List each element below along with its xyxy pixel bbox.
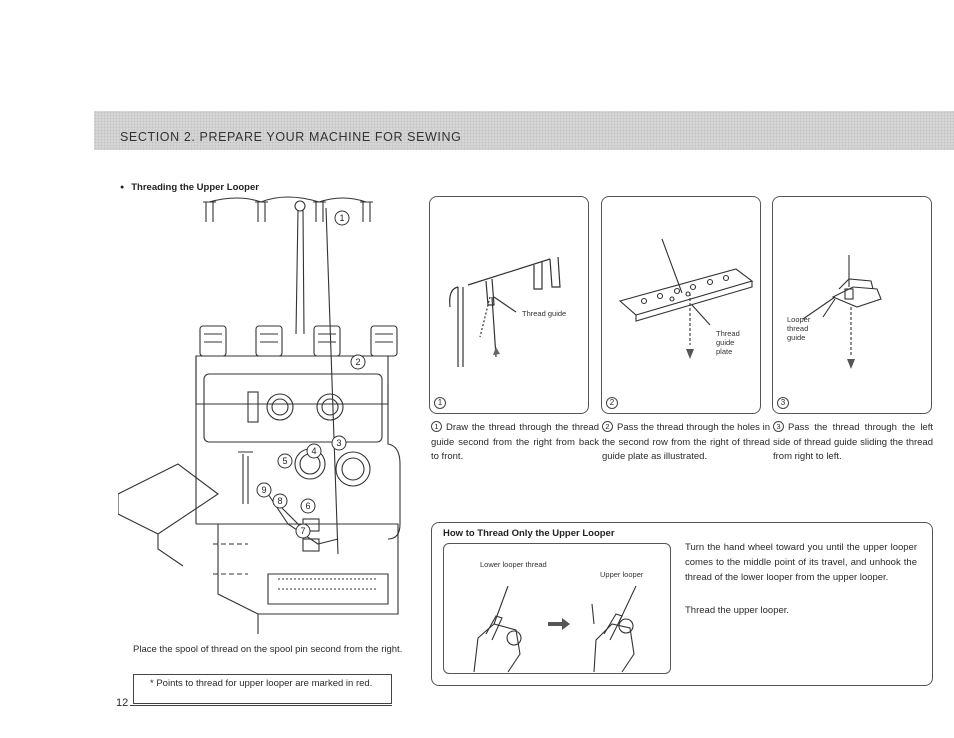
step-3-illustration: Looper thread guide 3: [772, 196, 932, 414]
callout-3: 3: [336, 438, 341, 448]
step-1-number: 1: [434, 397, 446, 409]
upper-looper-label: Upper looper: [600, 570, 644, 579]
step-2-text-number: 2: [602, 421, 613, 432]
lower-looper-label: Lower looper thread: [480, 560, 547, 569]
step-2-number: 2: [606, 397, 618, 409]
section-header-bar: SECTION 2. PREPARE YOUR MACHINE FOR SEWI…: [94, 111, 954, 150]
page-number: 12: [116, 697, 129, 709]
callout-4: 4: [311, 446, 316, 456]
step-3-number: 3: [777, 397, 789, 409]
callout-9: 9: [261, 485, 266, 495]
callout-6: 6: [305, 501, 310, 511]
red-marks-note: * Points to thread for upper looper are …: [133, 674, 392, 704]
step-1-illustration: Thread guide 1: [429, 196, 589, 414]
thread-guide-label: Thread guide: [522, 309, 567, 318]
upper-looper-only-instructions: Turn the hand wheel toward you until the…: [685, 542, 917, 583]
callout-8: 8: [277, 496, 282, 506]
footer-rule: [130, 705, 392, 706]
looper-thread-guide-label: Looper thread guide: [787, 315, 811, 342]
machine-illustration: 1 2 3 4 5 6 7 8 9: [118, 196, 401, 634]
section-title: SECTION 2. PREPARE YOUR MACHINE FOR SEWI…: [120, 130, 462, 144]
upper-looper-only-final-step: Thread the upper looper.: [685, 605, 790, 616]
step-1-text-number: 1: [431, 421, 442, 432]
thread-guide-plate-label: Thread guide plate: [716, 329, 740, 356]
upper-looper-only-illustration: Lower looper thread Upper looper: [443, 543, 671, 674]
callout-5: 5: [282, 456, 287, 466]
threading-heading: Threading the Upper Looper: [120, 182, 259, 193]
callout-7: 7: [300, 526, 305, 536]
step-2-illustration: Thread guide plate 2: [601, 196, 761, 414]
callout-2: 2: [355, 357, 360, 367]
upper-looper-only-title: How to Thread Only the Upper Looper: [443, 528, 615, 539]
upper-looper-only-frame: [431, 522, 933, 686]
step-3-text-number: 3: [773, 421, 784, 432]
callout-1: 1: [339, 213, 344, 223]
spool-caption: Place the spool of thread on the spool p…: [133, 644, 403, 655]
